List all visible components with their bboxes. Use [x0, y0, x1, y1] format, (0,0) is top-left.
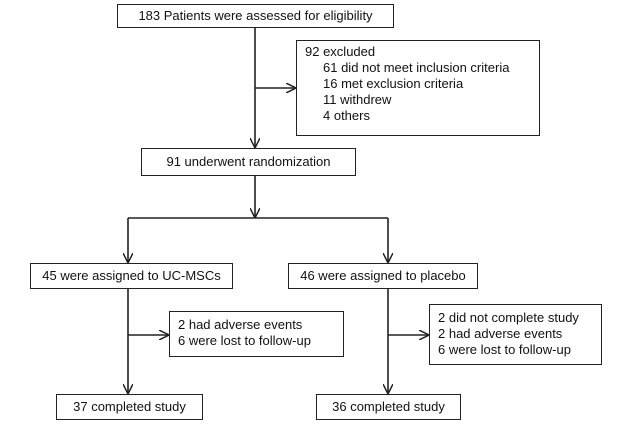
right-dropout-item: 2 did not complete study [438, 310, 579, 325]
left-arm-dropouts-box: 2 had adverse events 6 were lost to foll… [169, 311, 344, 357]
assessed-box: 183 Patients were assessed for eligibili… [117, 4, 394, 28]
right-arm-dropouts-box: 2 did not complete study 2 had adverse e… [429, 304, 602, 365]
right-arm-completed-box: 36 completed study [316, 394, 461, 420]
left-arm-completed-box: 37 completed study [56, 394, 203, 420]
right-dropout-item: 2 had adverse events [438, 326, 563, 341]
excluded-item: 4 others [323, 108, 370, 123]
excluded-item: 11 withdrew [323, 92, 392, 107]
randomization-text: 91 underwent randomization [166, 154, 331, 169]
right-arm-assigned-text: 46 were assigned to placebo [300, 268, 466, 283]
left-dropout-item: 6 were lost to follow-up [178, 333, 311, 348]
right-arm-assigned-box: 46 were assigned to placebo [288, 263, 478, 289]
excluded-title: 92 excluded [305, 44, 376, 59]
excluded-box: 92 excluded 61 did not meet inclusion cr… [296, 40, 540, 136]
right-arm-completed-text: 36 completed study [332, 399, 445, 414]
excluded-item: 61 did not meet inclusion criteria [323, 60, 510, 75]
right-dropout-item: 6 were lost to follow-up [438, 342, 571, 357]
randomization-box: 91 underwent randomization [141, 148, 356, 176]
left-dropout-item: 2 had adverse events [178, 317, 303, 332]
left-arm-completed-text: 37 completed study [73, 399, 186, 414]
left-arm-assigned-box: 45 were assigned to UC-MSCs [30, 263, 233, 289]
assessed-text: 183 Patients were assessed for eligibili… [138, 8, 373, 23]
excluded-item: 16 met exclusion criteria [323, 76, 464, 91]
left-arm-assigned-text: 45 were assigned to UC-MSCs [42, 268, 221, 283]
